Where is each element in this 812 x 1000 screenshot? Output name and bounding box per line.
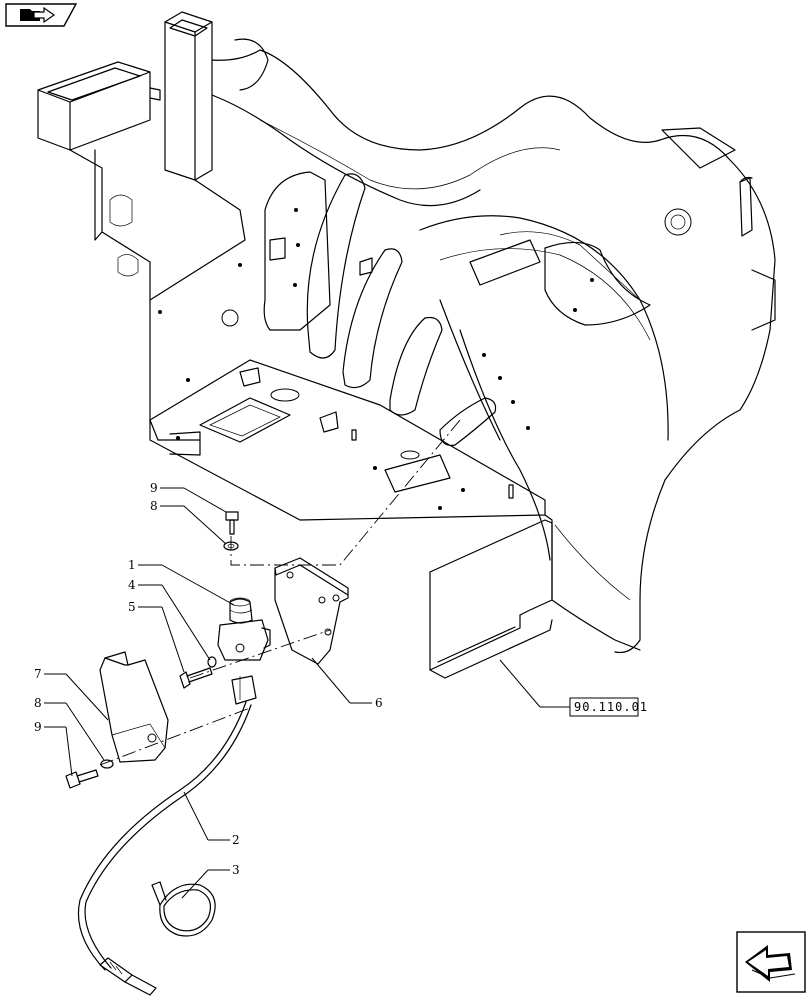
housing-box [429,519,553,679]
callout-4: 4 [128,578,136,592]
callout-2: 2 [232,833,240,847]
reference-label[interactable]: 90.110.01 [574,700,648,714]
chassis-frame [37,11,776,654]
callout-5: 5 [128,600,136,614]
callout-7: 7 [34,667,42,681]
bolt-part-5 [179,667,213,689]
washer-part-4 [207,656,217,668]
callout-8-lower: 8 [34,696,42,710]
cable-part-2 [77,701,247,971]
callout-6: 6 [375,696,383,710]
back-arrow-icon[interactable] [736,931,806,993]
bolt-part-9-upper [225,511,239,535]
cable-tie-part-3 [151,881,216,937]
reference-link[interactable]: 90.110.01 [569,697,648,717]
assembly-axes [99,419,461,766]
washer-part-8-lower [100,759,114,769]
bracket-part-6 [274,557,349,665]
bolt-part-9-lower [65,769,99,789]
callout-1: 1 [128,558,136,572]
sensor-part-1 [217,597,271,661]
connector-part [231,675,257,705]
book-arrow-icon[interactable] [5,3,78,27]
leader-lines [44,487,570,899]
cable-plug [99,957,157,996]
callout-9-lower: 9 [34,720,42,734]
callout-8-upper: 8 [150,499,158,513]
callout-3: 3 [232,863,240,877]
cover-part-7 [99,651,169,763]
callout-9-upper: 9 [150,481,158,495]
